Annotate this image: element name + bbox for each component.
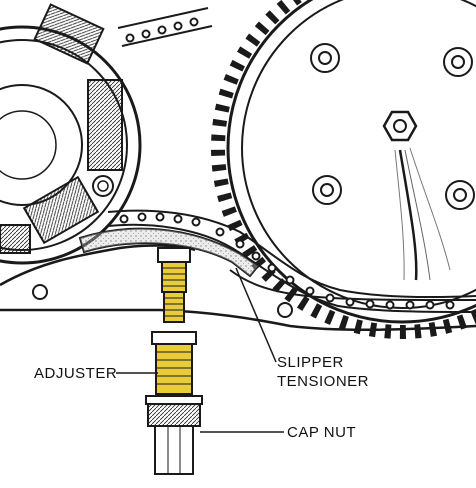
slipper-label: SLIPPER [277, 354, 344, 371]
slipper-leader [235, 267, 277, 363]
large-sprocket [211, 0, 476, 339]
lower-chain-run [107, 209, 476, 313]
adjuster-assembly [145, 247, 203, 475]
slipper-tensioner [78, 227, 260, 278]
adjuster-label: ADJUSTER [34, 365, 118, 382]
adjuster-top-nut [157, 247, 191, 263]
leader-lines [116, 267, 284, 433]
cap-nut [147, 403, 201, 427]
tensioner-label: TENSIONER [277, 373, 370, 390]
engine-sprocket [0, 3, 142, 265]
upper-chain-run [117, 7, 213, 47]
cap-nut-label: CAP NUT [287, 424, 357, 441]
sprocket-hole [310, 43, 475, 210]
